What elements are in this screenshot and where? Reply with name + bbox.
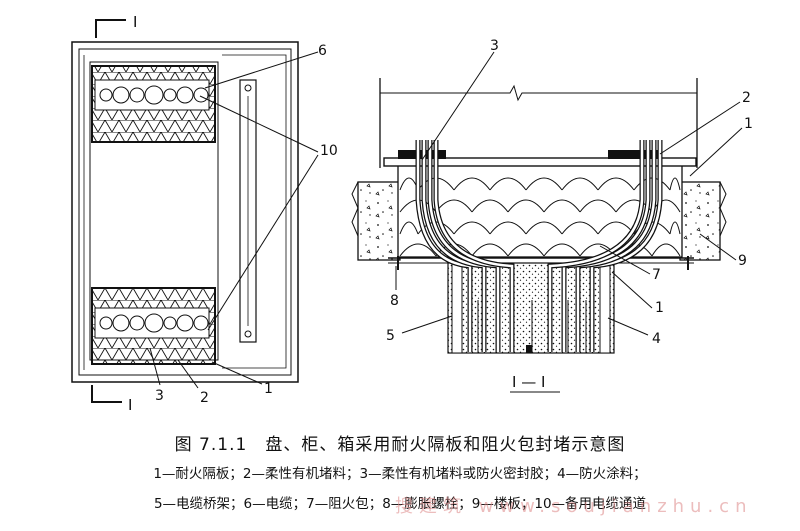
cable-circle [112,86,130,104]
cable-circle [129,315,145,331]
fire-bag [399,243,437,257]
callout-9-section: 9 [738,253,747,269]
callout-10: 10 [320,143,338,159]
fire-bag [543,199,581,213]
tray-bolt [526,345,532,353]
callout-8-section: 8 [390,293,399,309]
fire-bag [579,199,617,213]
cable-right-core [548,140,644,352]
top-cable-bundle [99,85,209,105]
callout-2: 2 [200,390,209,406]
cable-circle [112,314,130,332]
cable-circle [193,315,209,331]
fire-bag [471,199,509,213]
callout-1b-section: 1 [655,300,664,316]
fire-bag [525,221,563,235]
fire-bag [651,243,681,257]
legend-line-2: 5—电缆桥架；6—电缆；7—阻火包；8—膨胀螺栓；9—楼板；10—备用电缆通道 [153,496,647,512]
callout-6: 6 [318,43,327,59]
cabinet-front-view: I I 6 10 3 2 1 [71,13,338,414]
cable-circle [176,314,194,332]
legend-line-1: 1—耐火隔板；2—柔性有机堵料；3—柔性有机堵料或防火密封胶；4—防火涂料； [153,466,647,482]
cable-circle [99,88,113,102]
figure-caption: 图 7.1.1 盘、柜、箱采用耐火隔板和阻火包封堵示意图 [174,435,626,455]
section-mark-top: I [133,13,137,31]
callout-3-section: 3 [490,38,499,54]
callout-2-section: 2 [742,90,751,106]
fire-bag [507,199,545,213]
section-mark-bottom: I [128,396,132,414]
cable-circle [144,313,164,333]
callout-3: 3 [155,388,164,404]
fire-bag [453,177,491,191]
callout-4-section: 4 [652,331,661,347]
section-view: 3 2 1 9 7 8 5 1 4 I — I [351,38,753,393]
fire-bag [669,221,681,235]
fire-bag [543,243,581,257]
callout-7-section: 7 [652,267,661,283]
fire-bag [561,177,599,191]
fire-bag [561,221,599,235]
fire-bag [453,221,491,235]
callout-1-section: 1 [744,116,753,132]
cable-circle [99,316,113,330]
cable-circle [129,87,145,103]
callout-5-section: 5 [386,328,395,344]
fire-bag [507,243,545,257]
cable-circle [144,85,164,105]
cable-circle [163,88,177,102]
fire-bag [399,221,419,235]
cable-left-core [434,140,514,352]
fire-bag [471,243,509,257]
cable-circle [193,87,209,103]
bottom-cable-bundle [99,313,209,333]
fire-bag [669,177,681,191]
section-title: I — I [512,373,545,391]
watermark: 搜建筑 www.soujianzhu.cn [395,496,753,517]
fire-bag [489,221,527,235]
cable-circle [163,316,177,330]
cable-bundle [415,140,663,352]
fire-bag [489,177,527,191]
callout-1: 1 [264,381,273,397]
fire-bag [525,177,563,191]
cable-circle [176,86,194,104]
fire-bag [597,177,635,191]
